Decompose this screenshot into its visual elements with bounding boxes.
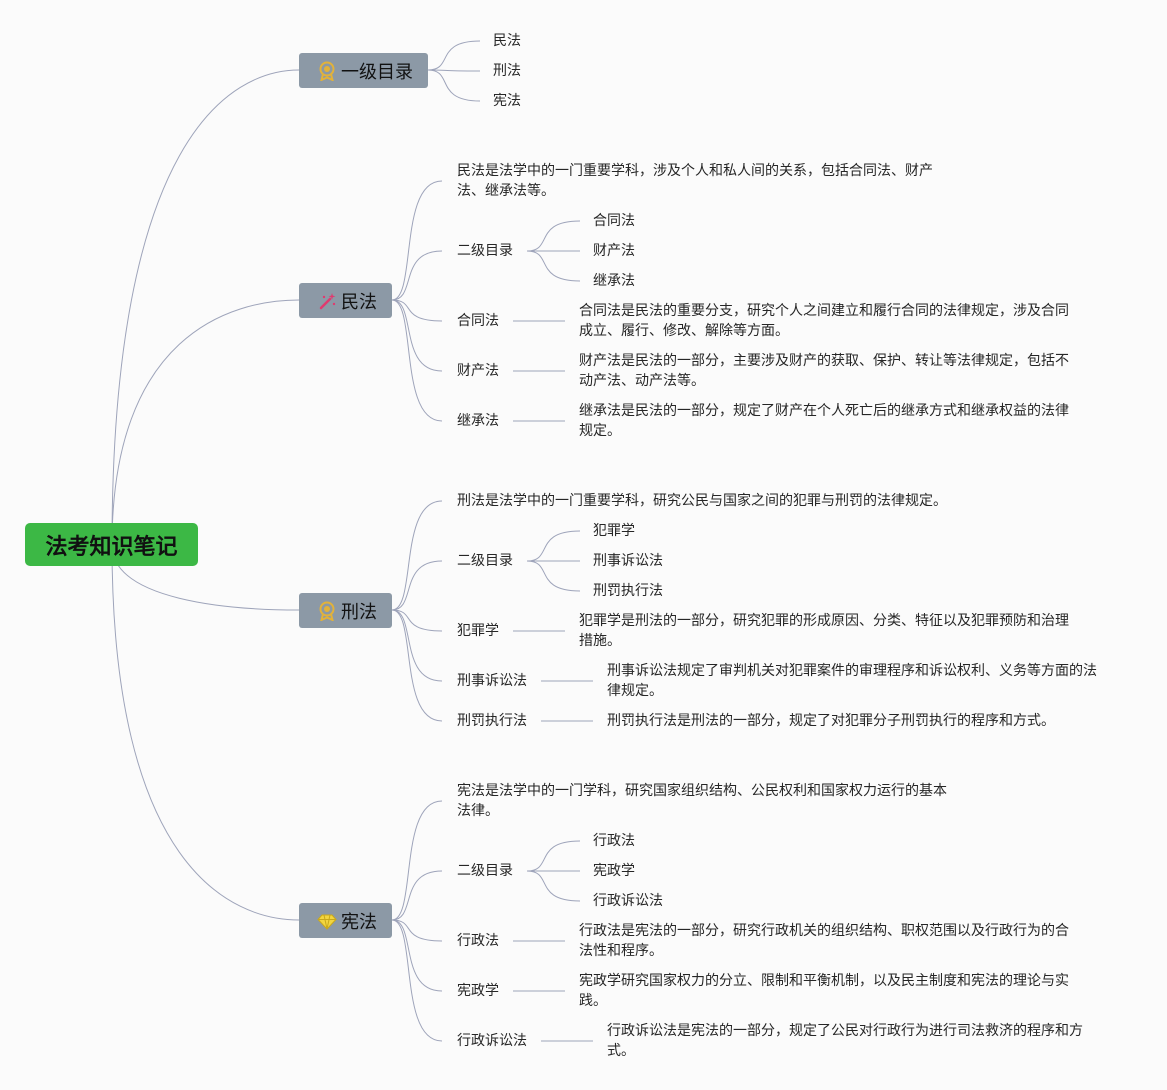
branch-catalog[interactable]: 一级目录 xyxy=(299,53,428,88)
criminal-topic-label[interactable]: 刑罚执行法 xyxy=(457,713,527,729)
civil-topic-desc[interactable]: 合同法是民法的重要分支，研究个人之间建立和履行合同的法律规定，涉及合同成立、履行… xyxy=(579,303,1069,339)
branch-civil[interactable]: 民法 xyxy=(299,283,392,318)
civil-topic-desc[interactable]: 财产法是民法的一部分，主要涉及财产的获取、保护、转让等法律规定，包括不动产法、动… xyxy=(579,353,1069,389)
civil-topic-desc[interactable]: 继承法是民法的一部分，规定了财产在个人死亡后的继承方式和继承权益的法律规定。 xyxy=(579,403,1069,439)
connector-line xyxy=(391,250,443,301)
criminal-topic-desc[interactable]: 刑罚执行法是刑法的一部分，规定了对犯罪分子刑罚执行的程序和方式。 xyxy=(607,713,1055,729)
connector-line xyxy=(526,250,581,282)
constitution-topic-desc[interactable]: 宪政学研究国家权力的分立、限制和平衡机制，以及民主制度和宪法的理论与实践。 xyxy=(579,973,1069,1009)
connector-line xyxy=(526,560,581,592)
connector-line xyxy=(427,40,481,71)
connector-line xyxy=(391,919,443,1042)
connector-line xyxy=(391,800,443,921)
civil-sub-item[interactable]: 合同法 xyxy=(593,213,635,229)
civil-sub-label[interactable]: 二级目录 xyxy=(457,243,513,259)
connector-line xyxy=(526,220,581,252)
constitution-topic-label[interactable]: 行政法 xyxy=(457,933,499,949)
branch-constitution[interactable]: 宪法 xyxy=(299,903,392,938)
constitution-topic-desc[interactable]: 行政诉讼法是宪法的一部分，规定了公民对行政行为进行司法救济的程序和方式。 xyxy=(607,1023,1083,1059)
civil-topic-label[interactable]: 财产法 xyxy=(457,363,499,379)
criminal-topic-desc[interactable]: 刑事诉讼法规定了审判机关对犯罪案件的审理程序和诉讼权利、义务等方面的法律规定。 xyxy=(607,663,1097,699)
connector-line xyxy=(391,299,443,322)
constitution-sub-item[interactable]: 行政诉讼法 xyxy=(593,893,663,909)
award-medal-icon xyxy=(317,601,337,621)
connector-line xyxy=(111,69,300,546)
connector-line xyxy=(111,299,300,546)
branch-criminal[interactable]: 刑法 xyxy=(299,593,392,628)
connector-line xyxy=(526,840,581,872)
connector-line xyxy=(391,609,443,682)
connector-line xyxy=(391,560,443,611)
criminal-topic-label[interactable]: 犯罪学 xyxy=(457,623,499,639)
connector-line xyxy=(427,69,481,102)
criminal-topic-desc[interactable]: 犯罪学是刑法的一部分，研究犯罪的形成原因、分类、特征以及犯罪预防和治理措施。 xyxy=(579,613,1069,649)
constitution-topic-label[interactable]: 宪政学 xyxy=(457,983,499,999)
catalog-item[interactable]: 刑法 xyxy=(493,63,521,79)
civil-intro[interactable]: 民法是法学中的一门重要学科，涉及个人和私人间的关系，包括合同法、财产法、继承法等… xyxy=(457,163,933,199)
constitution-intro[interactable]: 宪法是法学中的一门学科，研究国家组织结构、公民权利和国家权力运行的基本法律。 xyxy=(457,783,947,819)
connector-line xyxy=(391,870,443,921)
magic-wand-icon xyxy=(317,291,337,311)
civil-topic-label[interactable]: 继承法 xyxy=(457,413,499,429)
connector-line xyxy=(391,299,443,422)
branch-label: 宪法 xyxy=(341,911,377,933)
connector-line xyxy=(427,69,481,72)
civil-sub-item[interactable]: 财产法 xyxy=(593,243,635,259)
criminal-topic-label[interactable]: 刑事诉讼法 xyxy=(457,673,527,689)
award-medal-icon xyxy=(317,61,337,81)
catalog-item[interactable]: 民法 xyxy=(493,33,521,49)
constitution-topic-label[interactable]: 行政诉讼法 xyxy=(457,1033,527,1049)
connector-line xyxy=(111,544,300,921)
connector-line xyxy=(391,919,443,942)
branch-label: 一级目录 xyxy=(341,61,413,83)
diamond-icon xyxy=(317,911,337,931)
criminal-intro[interactable]: 刑法是法学中的一门重要学科，研究公民与国家之间的犯罪与刑罚的法律规定。 xyxy=(457,493,947,509)
constitution-sub-label[interactable]: 二级目录 xyxy=(457,863,513,879)
branch-label: 民法 xyxy=(341,291,377,313)
criminal-sub-item[interactable]: 刑事诉讼法 xyxy=(593,553,663,569)
catalog-item[interactable]: 宪法 xyxy=(493,93,521,109)
connector-line xyxy=(391,180,443,301)
constitution-sub-item[interactable]: 行政法 xyxy=(593,833,635,849)
connector-line xyxy=(391,609,443,722)
civil-topic-label[interactable]: 合同法 xyxy=(457,313,499,329)
connector-line xyxy=(526,870,581,902)
connector-line xyxy=(391,500,443,611)
constitution-sub-item[interactable]: 宪政学 xyxy=(593,863,635,879)
branch-label: 刑法 xyxy=(341,601,377,623)
connector-line xyxy=(391,299,443,372)
connector-line xyxy=(526,530,581,562)
criminal-sub-item[interactable]: 刑罚执行法 xyxy=(593,583,663,599)
civil-sub-item[interactable]: 继承法 xyxy=(593,273,635,289)
constitution-topic-desc[interactable]: 行政法是宪法的一部分，研究行政机关的组织结构、职权范围以及行政行为的合法性和程序… xyxy=(579,923,1069,959)
criminal-sub-item[interactable]: 犯罪学 xyxy=(593,523,635,539)
connector-line xyxy=(391,609,443,632)
root-topic[interactable]: 法考知识笔记 xyxy=(25,523,198,566)
criminal-sub-label[interactable]: 二级目录 xyxy=(457,553,513,569)
connector-line xyxy=(391,919,443,992)
